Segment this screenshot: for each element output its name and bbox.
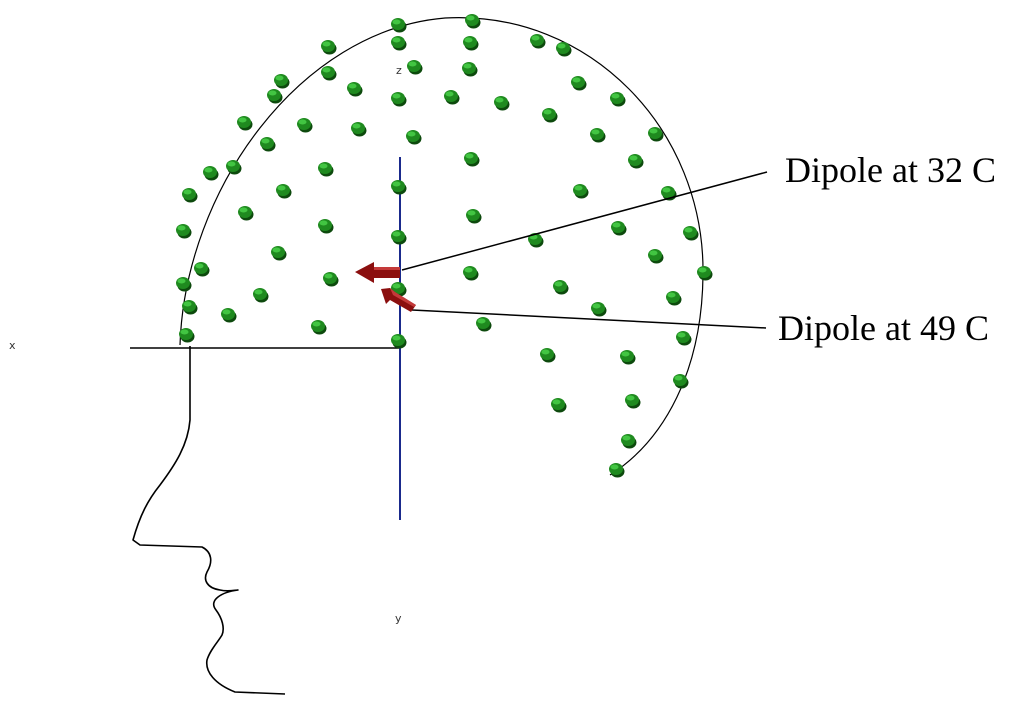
electrode-disc-icon <box>318 162 334 177</box>
electrode-disc-icon <box>311 320 327 335</box>
electrode-disc-icon <box>271 246 287 261</box>
leader-line-dipole-32 <box>401 171 768 271</box>
axis-label-x: x <box>9 339 16 352</box>
electrode-disc-icon <box>237 116 253 131</box>
electrode-disc-icon <box>351 122 367 137</box>
electrode-disc-icon <box>464 152 480 167</box>
electrode-disc-icon <box>530 34 546 49</box>
electrode-disc-icon <box>666 291 682 306</box>
electrode-disc-icon <box>556 42 572 57</box>
head-profile-silhouette <box>132 346 286 695</box>
electrode-disc-icon <box>221 308 237 323</box>
electrode-disc-icon <box>465 14 481 29</box>
electrode-array <box>176 14 713 478</box>
electrode-disc-icon <box>391 230 407 245</box>
electrode-disc-icon <box>573 184 589 199</box>
electrode-disc-icon <box>406 130 422 145</box>
electrode-disc-icon <box>609 463 625 478</box>
electrode-disc-icon <box>463 36 479 51</box>
electrode-disc-icon <box>297 118 313 133</box>
electrode-disc-icon <box>226 160 242 175</box>
electrode-disc-icon <box>391 334 407 349</box>
electrode-disc-icon <box>590 128 606 143</box>
dipole-49-arrow-icon <box>381 288 416 312</box>
electrode-disc-icon <box>391 180 407 195</box>
electrode-disc-icon <box>260 137 276 152</box>
electrode-disc-icon <box>462 62 478 77</box>
electrode-disc-icon <box>620 350 636 365</box>
electrode-disc-icon <box>591 302 607 317</box>
electrode-disc-icon <box>347 82 363 97</box>
axis-label-y: y <box>395 612 402 625</box>
electrode-disc-icon <box>321 40 337 55</box>
electrode-disc-icon <box>466 209 482 224</box>
electrode-disc-icon <box>323 272 339 287</box>
electrode-disc-icon <box>274 74 290 89</box>
electrode-disc-icon <box>540 348 556 363</box>
electrode-disc-icon <box>238 206 254 221</box>
electrode-disc-icon <box>610 92 626 107</box>
callout-dipole-32: Dipole at 32 C <box>785 150 996 190</box>
electrode-disc-icon <box>407 60 423 75</box>
electrode-disc-icon <box>253 288 269 303</box>
electrode-disc-icon <box>276 184 292 199</box>
electrode-disc-icon <box>182 188 198 203</box>
electrode-disc-icon <box>176 224 192 239</box>
electrode-disc-icon <box>551 398 567 413</box>
electrode-disc-icon <box>683 226 699 241</box>
electrode-disc-icon <box>553 280 569 295</box>
electrode-disc-icon <box>571 76 587 91</box>
axis-label-z: z <box>396 64 402 77</box>
electrode-disc-icon <box>648 127 664 142</box>
electrode-disc-icon <box>673 374 689 389</box>
electrode-disc-icon <box>321 66 337 81</box>
electrode-disc-icon <box>182 300 198 315</box>
electrode-disc-icon <box>318 219 334 234</box>
electrode-disc-icon <box>463 266 479 281</box>
scalp-dome-outline <box>179 17 704 476</box>
electrode-disc-icon <box>194 262 210 277</box>
electrode-disc-icon <box>176 277 192 292</box>
electrode-disc-icon <box>648 249 664 264</box>
electrode-disc-icon <box>444 90 460 105</box>
electrode-disc-icon <box>697 266 713 281</box>
electrode-disc-icon <box>625 394 641 409</box>
callout-dipole-49: Dipole at 49 C <box>778 308 989 348</box>
electrode-disc-icon <box>494 96 510 111</box>
electrode-disc-icon <box>267 89 283 104</box>
electrode-disc-icon <box>621 434 637 449</box>
electrode-disc-icon <box>391 92 407 107</box>
electrode-disc-icon <box>611 221 627 236</box>
leader-line-dipole-49 <box>411 309 767 329</box>
electrode-disc-icon <box>676 331 692 346</box>
electrode-disc-icon <box>179 328 195 343</box>
electrode-disc-icon <box>628 154 644 169</box>
electrode-disc-icon <box>476 317 492 332</box>
dipole-32-arrow-icon <box>355 262 400 283</box>
electrode-disc-icon <box>542 108 558 123</box>
electrode-disc-icon <box>391 36 407 51</box>
electrode-disc-icon <box>391 18 407 33</box>
electrode-disc-icon <box>203 166 219 181</box>
